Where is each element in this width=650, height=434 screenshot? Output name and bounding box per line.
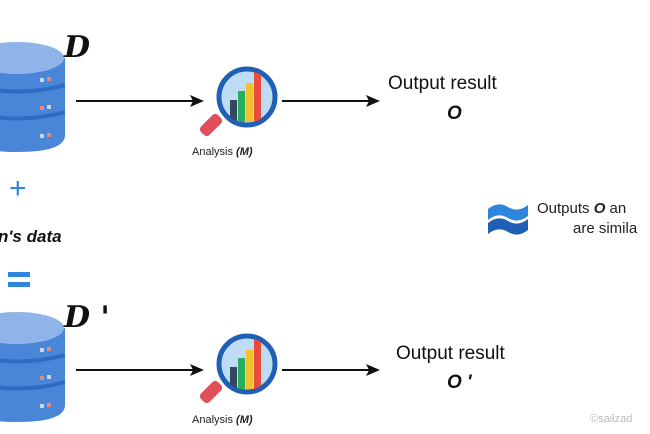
arrow-d-prime-to-analysis	[76, 364, 204, 376]
database-icon-d-prime	[0, 312, 65, 422]
dataset-label-d-prime: D '	[64, 300, 110, 335]
comparison-note: Outputs O an are simila	[537, 200, 638, 237]
output-result-title-top: Output result	[388, 73, 497, 94]
added-data-label: n's data	[0, 227, 62, 246]
output-result-title-bottom: Output result	[396, 343, 505, 364]
analysis-label-bottom: Analysis (M)	[192, 414, 253, 426]
arrow-d-to-analysis	[76, 95, 204, 107]
equals-symbol	[8, 272, 30, 292]
analysis-magnifier-icon	[200, 66, 278, 137]
plus-symbol: +	[9, 172, 27, 205]
watermark: ©sailzad	[590, 413, 633, 425]
analysis-label-top: Analysis (M)	[192, 146, 253, 158]
database-icon-d	[0, 42, 65, 152]
arrow-analysis-to-output-bottom	[282, 364, 380, 376]
approximately-equal-icon	[488, 204, 528, 235]
output-symbol-o: O	[447, 103, 462, 124]
arrow-analysis-to-output	[282, 95, 380, 107]
output-symbol-o-prime: O '	[447, 372, 472, 393]
dataset-label-d: D	[64, 30, 91, 65]
analysis-magnifier-icon-bottom	[200, 333, 278, 404]
